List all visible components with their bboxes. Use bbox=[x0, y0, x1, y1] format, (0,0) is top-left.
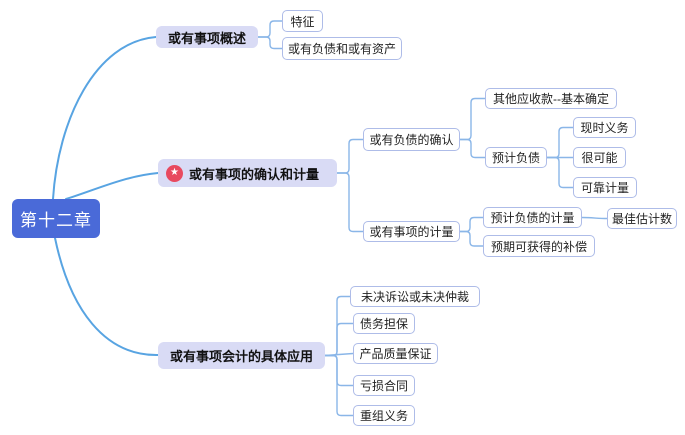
node-best-estimate[interactable]: 最佳估计数 bbox=[607, 208, 677, 229]
node-pending-lawsuit[interactable]: 未决诉讼或未决仲裁 bbox=[350, 286, 480, 307]
node-other-receivables[interactable]: 其他应收款--基本确定 bbox=[485, 88, 617, 109]
node-expected-compensation[interactable]: 预期可获得的补偿 bbox=[483, 235, 595, 257]
star-badge-icon: ★ bbox=[166, 164, 183, 182]
node-recognition-measurement-label: 或有事项的确认和计量 bbox=[189, 166, 320, 182]
node-product-warranty[interactable]: 产品质量保证 bbox=[353, 343, 438, 364]
node-recognition-measurement[interactable]: ★ 或有事项的确认和计量 bbox=[158, 159, 337, 187]
node-restructuring-obligation[interactable]: 重组义务 bbox=[353, 405, 415, 426]
node-debt-guarantee[interactable]: 债务担保 bbox=[353, 313, 415, 334]
node-feature[interactable]: 特征 bbox=[282, 10, 323, 32]
node-reliable-measurement[interactable]: 可靠计量 bbox=[573, 177, 637, 198]
node-onerous-contract[interactable]: 亏损合同 bbox=[353, 375, 415, 396]
node-overview[interactable]: 或有事项概述 bbox=[156, 26, 258, 48]
node-estimated-liability[interactable]: 预计负债 bbox=[485, 147, 547, 168]
node-contingency-measurement[interactable]: 或有事项的计量 bbox=[363, 221, 460, 242]
node-liability-recognition[interactable]: 或有负债的确认 bbox=[363, 128, 460, 151]
root-connectors bbox=[52, 36, 159, 357]
node-contingent-liability-asset[interactable]: 或有负债和或有资产 bbox=[282, 37, 402, 60]
node-present-obligation[interactable]: 现时义务 bbox=[573, 117, 636, 138]
node-chapter-root[interactable]: 第十二章 bbox=[12, 199, 100, 238]
node-liability-measurement[interactable]: 预计负债的计量 bbox=[483, 207, 582, 228]
node-application[interactable]: 或有事项会计的具体应用 bbox=[158, 342, 325, 369]
node-probable[interactable]: 很可能 bbox=[573, 147, 626, 168]
